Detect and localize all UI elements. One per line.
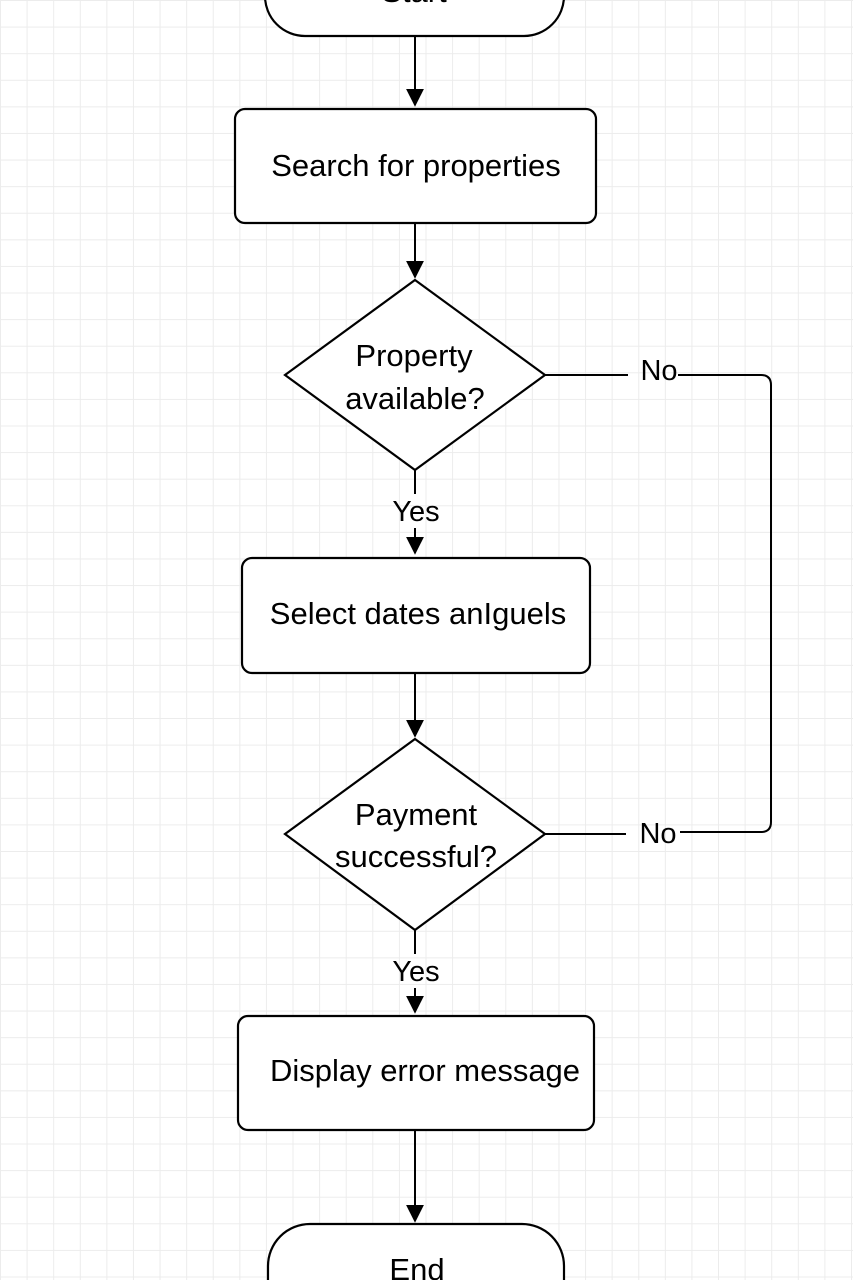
payment-successful-decision[interactable]: Payment successful?: [283, 737, 547, 932]
property-available-label-line1: Property: [355, 338, 473, 373]
search-node[interactable]: Search for properties: [233, 107, 598, 225]
end-node[interactable]: End: [266, 1222, 566, 1280]
edge-no-loop: [678, 374, 772, 833]
end-node-label: End: [389, 1252, 444, 1280]
property-available-decision[interactable]: Property available?: [283, 278, 547, 472]
available-no-label: No: [640, 355, 677, 387]
payment-successful-label-line1: Payment: [355, 797, 478, 832]
available-yes-label: Yes: [392, 496, 439, 528]
property-available-label-line2: available?: [345, 381, 485, 416]
payment-no-label: No: [639, 818, 676, 850]
start-node-label: Start: [381, 0, 447, 9]
display-error-node[interactable]: Display error message: [236, 1014, 596, 1132]
start-node[interactable]: Start: [264, 0, 565, 38]
search-node-label: Search for properties: [271, 148, 560, 183]
payment-successful-label-line2: successful?: [335, 839, 497, 874]
select-dates-node[interactable]: Select dates anIguels: [240, 556, 592, 675]
display-error-label: Display error message: [270, 1053, 580, 1088]
payment-yes-label: Yes: [392, 956, 439, 988]
select-dates-label: Select dates anIguels: [270, 596, 566, 631]
